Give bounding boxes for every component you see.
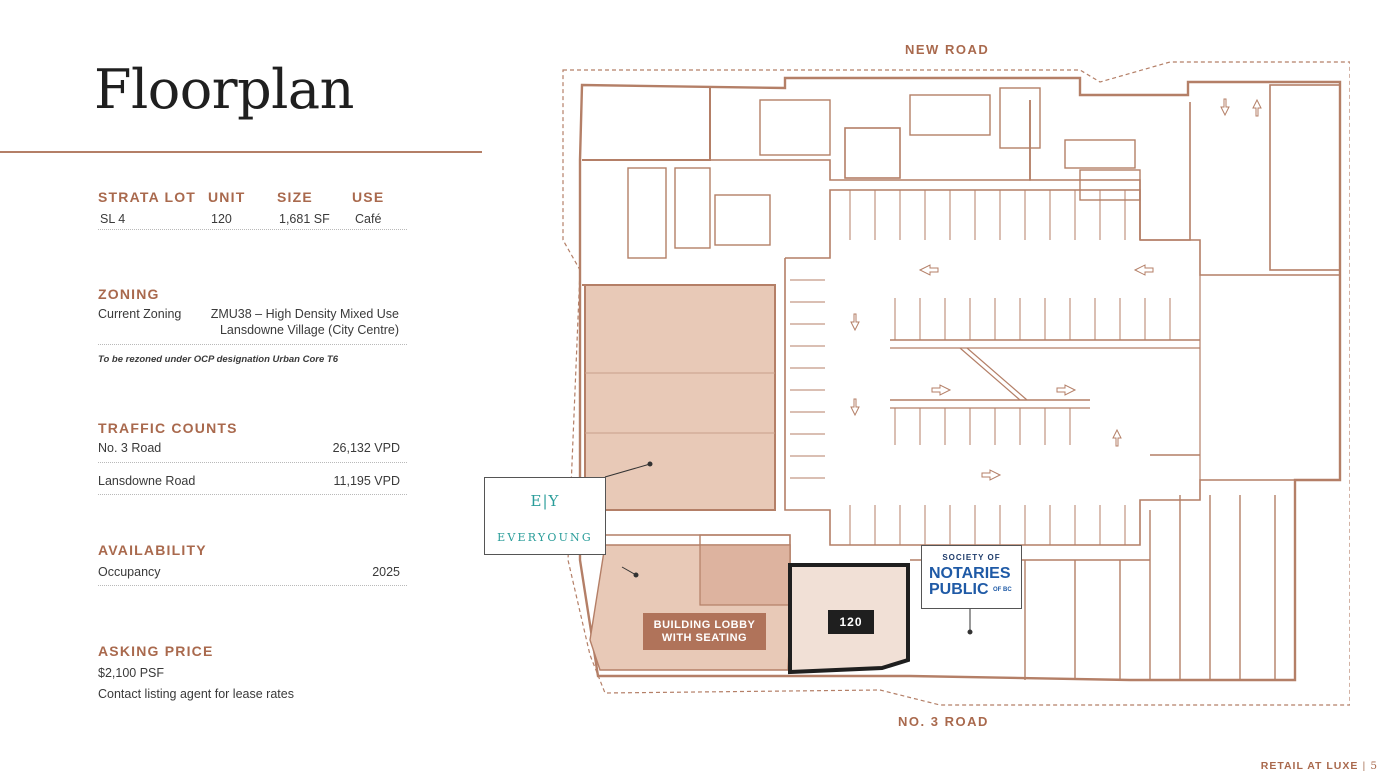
strata-header-unit: UNIT [208,189,246,205]
property-line [562,61,1350,706]
everyoung-mark: E|Y [530,492,560,510]
everyoung-name: EVERYOUNG [497,531,593,544]
zoning-value-1: ZMU38 – High Density Mixed Use [210,307,399,321]
traffic-heading: TRAFFIC COUNTS [98,420,238,436]
strata-header-use: USE [352,189,385,205]
strata-header-lot: STRATA LOT [98,189,197,205]
notaries-line-1: NOTARIES [929,565,1011,582]
page-number: 5 [1370,760,1378,772]
availability-value: 2025 [372,565,400,579]
availability-heading: AVAILABILITY [98,542,207,558]
asking-heading: ASKING PRICE [98,643,214,659]
traffic-value-2: 11,195 VPD [333,474,400,488]
strata-value-use: Café [355,212,382,226]
floorplan-drawing [562,61,1350,706]
notaries-of-bc: OF BC [993,587,1012,593]
divider [98,494,407,495]
building-lobby-label: BUILDING LOBBY WITH SEATING [643,613,766,650]
page-title: Floorplan [94,58,354,121]
availability-label: Occupancy [98,565,161,579]
notaries-logo-callout: SOCIETY OF NOTARIES PUBLIC OF BC [921,545,1022,609]
notaries-line-2: PUBLIC [929,581,989,599]
asking-note: Contact listing agent for lease rates [98,687,294,701]
strata-value-unit: 120 [211,212,232,226]
divider [98,462,407,463]
footer-separator: | [1362,760,1367,772]
footer-brand: RETAIL AT LUXE [1260,760,1359,772]
strata-value-lot: SL 4 [100,212,126,226]
notaries-wordmark: NOTARIES PUBLIC OF BC [929,566,1012,598]
road-label-bottom: NO. 3 ROAD [898,714,989,729]
zoning-value-2: Lansdowne Village (City Centre) [219,323,399,337]
zoning-label: Current Zoning [98,307,182,321]
unit-120-label: 120 [828,610,874,634]
everyoung-space [584,284,776,511]
title-divider [0,151,482,153]
strata-value-size: 1,681 SF [279,212,330,226]
lobby-label-line-1: BUILDING LOBBY [653,619,756,631]
traffic-value-1: 26,132 VPD [332,441,400,455]
road-label-top: NEW ROAD [905,42,990,57]
strata-header-size: SIZE [277,189,313,205]
traffic-label-1: No. 3 Road [98,441,162,455]
divider [98,229,407,230]
everyoung-logo-callout: E|Y EVERYOUNG [484,477,606,555]
divider [98,585,407,586]
zoning-note: To be rezoned under OCP designation Urba… [98,354,338,365]
notaries-society-of: SOCIETY OF [942,553,1001,562]
asking-price: $2,100 PSF [98,666,165,680]
zoning-heading: ZONING [98,286,160,302]
footer: RETAIL AT LUXE|5 [1261,760,1378,772]
traffic-label-2: Lansdowne Road [98,474,196,488]
lobby-label-line-2: WITH SEATING [661,632,748,644]
divider [98,344,407,345]
